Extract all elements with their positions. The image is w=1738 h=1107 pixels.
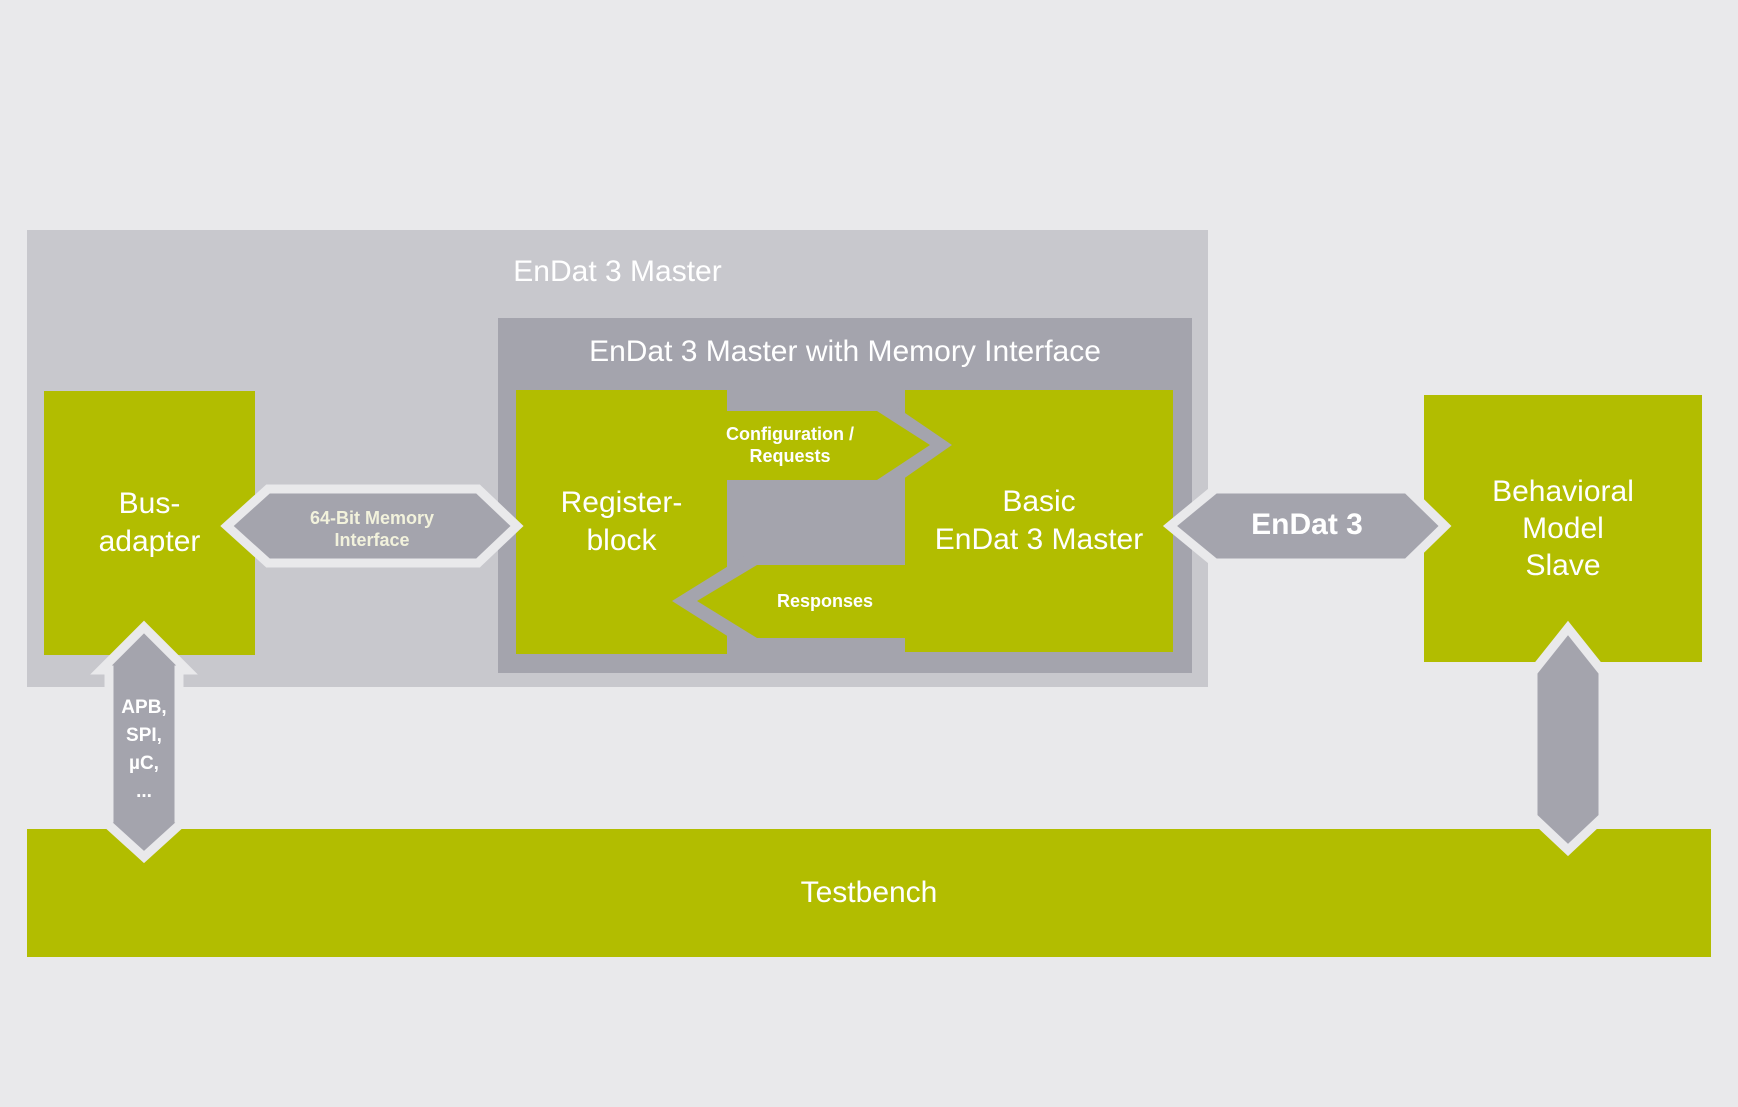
slave-to-testbench-arrow-shape [1528,620,1608,857]
basic-endat3-label-line1: Basic [1002,485,1076,518]
behavioral-label-line1: Behavioral [1492,475,1634,508]
behavioral-label-line2: Model [1522,512,1604,545]
endat3-arrow-shape [1162,484,1452,568]
responses-arrow-shape [697,565,910,638]
register-block-label-line2: block [586,524,657,557]
bus-adapter-block: Bus- adapter [44,391,255,655]
memory-interface-arrow-label: 64-Bit Memory Interface [309,508,435,550]
memory-interface-arrow-shape [220,484,524,568]
register-block-label-line1: Register- [560,486,683,519]
bus-protocols-arrow-label: APB, SPI, µC, ... [121,697,167,802]
bus-protocols-arrow-shape [89,620,199,864]
testbench-label: Testbench [800,876,938,909]
behavioral-label-line3: Slave [1525,549,1601,582]
bus-adapter-label-line2: adapter [98,525,201,558]
basic-endat3-master-block: Basic EnDat 3 Master [905,390,1173,652]
configuration-requests-arrow-shape [727,411,930,480]
endat3-master-title: EnDat 3 Master [513,255,722,288]
behavioral-model-slave-block: Behavioral Model Slave [1424,395,1702,662]
responses-arrow-label: Responses [776,591,874,611]
endat3-arrow-label: EnDat 3 [1251,508,1363,541]
memory-interface-master-title: EnDat 3 Master with Memory Interface [589,335,1101,368]
testbench-block: Testbench [27,829,1711,957]
basic-endat3-label-line2: EnDat 3 Master [934,523,1144,556]
configuration-requests-arrow-label: Configuration / Requests [726,424,854,466]
bus-adapter-label-line1: Bus- [118,487,181,520]
